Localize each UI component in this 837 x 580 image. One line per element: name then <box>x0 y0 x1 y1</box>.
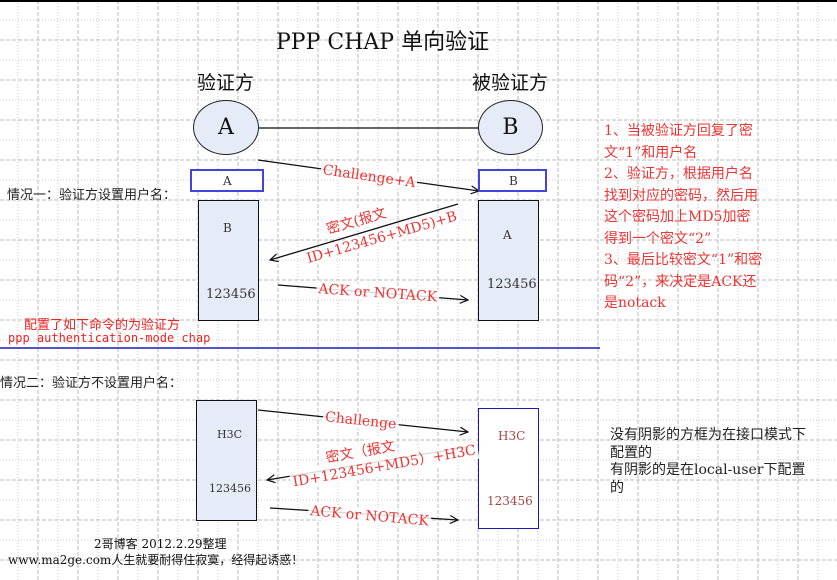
config-note-line1: 配置了如下命令的为验证方 <box>24 318 181 333</box>
diagram-title: PPP CHAP 单向验证 <box>276 30 490 55</box>
authenticatee-label: 被验证方 <box>472 72 549 94</box>
case1-label: 情况一：验证方设置用户名： <box>7 188 177 203</box>
node-b: B <box>478 100 543 155</box>
explanation-step-2: 2、验证方，根据用户名找到对应的密码，然后用这个密码加上MD5加密得到一个密文“… <box>604 166 758 247</box>
case2-left-db-password: 123456 <box>209 482 251 495</box>
top-border <box>0 0 837 2</box>
case2-left-local-user-box: H3C 123456 <box>196 400 257 521</box>
case1-right-db-user: A <box>503 228 512 242</box>
case1-left-db-password: 123456 <box>206 287 256 302</box>
footer-line2: www.ma2ge.com人生就要耐得住寂寞，经得起诱惑！ <box>8 553 304 567</box>
arrow-response-1 <box>270 203 459 260</box>
node-a: A <box>193 100 259 155</box>
case1-left-username: A <box>223 174 232 188</box>
legend-shaded: 有阴影的是在local-user下配置的 <box>610 462 806 496</box>
case2-left-db-user: H3C <box>217 428 243 441</box>
case1-right-username: B <box>509 174 518 188</box>
legend-unshaded: 没有阴影的方框为在接口模式下配置的 <box>610 427 806 461</box>
case1-right-username-box: B <box>478 169 547 192</box>
authenticator-label: 验证方 <box>197 72 255 94</box>
explanation-red: 1、当被验证方回复了密文“1”和用户名 2、验证方，根据用户名找到对应的密码，然… <box>604 121 764 315</box>
case1-right-local-user-box: A 123456 <box>478 200 539 321</box>
case1-left-username-box: A <box>190 169 264 192</box>
case2-right-user: H3C <box>498 429 526 443</box>
case1-left-db-user: B <box>223 221 232 235</box>
case2-right-password: 123456 <box>487 494 533 508</box>
case1-left-local-user-box: B 123456 <box>198 200 259 321</box>
config-note-line2: ppp authentication-mode chap <box>8 331 211 345</box>
footer-line1: 2哥博客 2012.2.29整理 <box>94 537 227 551</box>
explanation-step-1: 1、当被验证方回复了密文“1”和用户名 <box>604 123 753 161</box>
case1-right-db-password: 123456 <box>487 277 537 292</box>
case2-right-interface-box: H3C 123456 <box>478 408 539 529</box>
case2-label: 情况二：验证方不设置用户名： <box>0 376 183 391</box>
explanation-step-3: 3、最后比较密文“1”和密码“2”，来决定是ACK还是notack <box>604 252 763 311</box>
explanation-legend: 没有阴影的方框为在接口模式下配置的 有阴影的是在local-user下配置的 <box>610 427 810 497</box>
